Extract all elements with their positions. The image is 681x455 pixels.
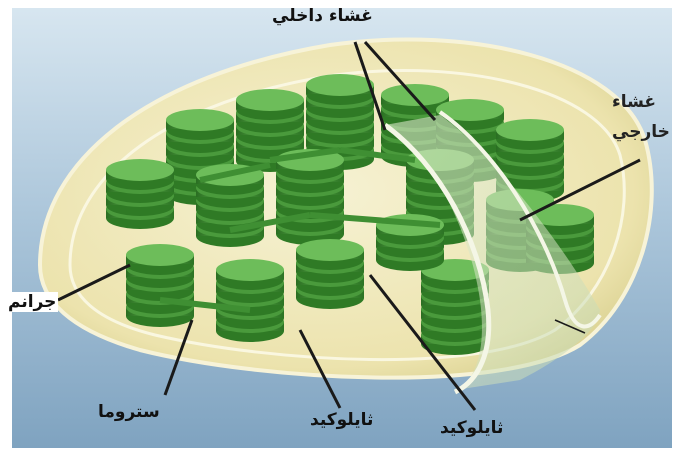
label-inner-membrane: غشاء داخلي (272, 6, 373, 26)
label-thylakoid-center: ثايلوكيد (310, 410, 373, 430)
granum-stack (296, 239, 364, 309)
label-granum: جرانم (6, 292, 58, 312)
granum-stack (276, 149, 344, 245)
granum-stack (126, 244, 194, 327)
label-thylakoid-right: ثايلوكيد (440, 418, 503, 438)
granum-stack (216, 259, 284, 342)
label-outer-membrane-1: غشاء (612, 92, 656, 112)
label-outer-membrane-2: خارجي (612, 122, 670, 142)
granum-stack (106, 159, 174, 229)
label-stroma: ستروما (98, 402, 160, 422)
